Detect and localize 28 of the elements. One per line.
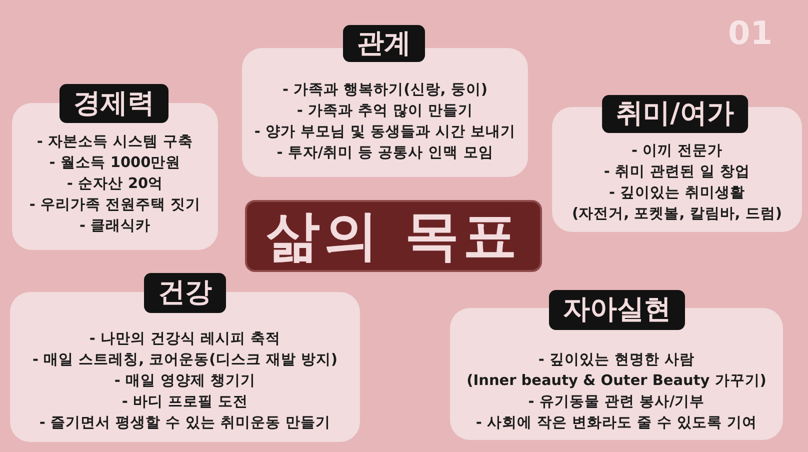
list-item: - 가족과 추억 많이 만들기 [296, 102, 474, 121]
list-item: - 유기동물 관련 봉사/기부 [528, 393, 705, 412]
list-item: - 자본소득 시스템 구축 [36, 133, 194, 152]
category-label: 자아실현 [549, 290, 685, 330]
list-item: (Inner beauty & Outer Beauty 가꾸기) [466, 372, 766, 391]
category-label: 건강 [144, 273, 226, 313]
list-item: - 가족과 행복하기(신랑, 둥이) [282, 81, 488, 100]
list-item: - 매일 영양제 챙기기 [114, 372, 256, 391]
list-item: - 바디 프로필 도전 [122, 393, 248, 412]
list-item: - 취미 관련된 일 창업 [604, 163, 750, 182]
list-item: - 매일 스트레칭, 코어운동(디스크 재발 방지) [32, 351, 338, 370]
list-item: (자전거, 포켓볼, 칼림바, 드럼) [572, 205, 782, 224]
list-item: - 클래식카 [79, 217, 151, 236]
list-item: - 월소득 1000만원 [49, 154, 181, 173]
category-label: 취미/여가 [602, 95, 748, 133]
category-label: 경제력 [60, 84, 168, 123]
category-label: 관계 [343, 25, 425, 62]
list-item: - 즐기면서 평생할 수 있는 취미운동 만들기 [39, 414, 331, 433]
list-item: - 사회에 작은 변화라도 줄 수 있도록 기여 [476, 414, 758, 433]
title-banner: 삶의 목표 [245, 200, 542, 272]
list-item: - 나만의 건강식 레시피 축적 [89, 330, 281, 349]
list-item: - 양가 부모님 및 동생들과 시간 보내기 [254, 123, 516, 142]
list-item: - 깊이있는 취미생활 [608, 184, 746, 203]
list-item: - 투자/취미 등 공통사 인맥 모임 [276, 144, 494, 163]
list-item: - 깊이있는 현명한 사람 [538, 351, 695, 370]
list-item: - 순자산 20억 [66, 175, 164, 194]
list-item: - 이끼 전문가 [631, 142, 723, 161]
list-item: - 우리가족 전원주택 짓기 [29, 196, 201, 215]
